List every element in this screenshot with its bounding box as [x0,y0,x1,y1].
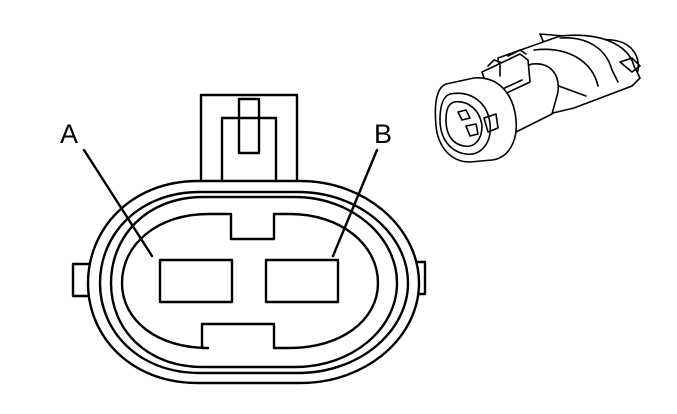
terminal-b-cavity [264,258,340,304]
outer-housing [86,179,421,385]
connector-face-view: A B [60,93,427,385]
terminal-a-cavity [158,258,234,304]
connector-isometric-view [434,33,641,163]
leader-line-b [331,148,379,258]
terminal-cavity [120,212,380,350]
locking-tab [199,93,299,193]
leader-line-a [82,148,154,258]
seal-outline [109,195,399,369]
terminal-b-label: B [374,119,392,149]
terminal-a-label: A [60,119,78,149]
iso-front-housing [434,77,517,163]
outer-housing-rim [98,190,410,375]
